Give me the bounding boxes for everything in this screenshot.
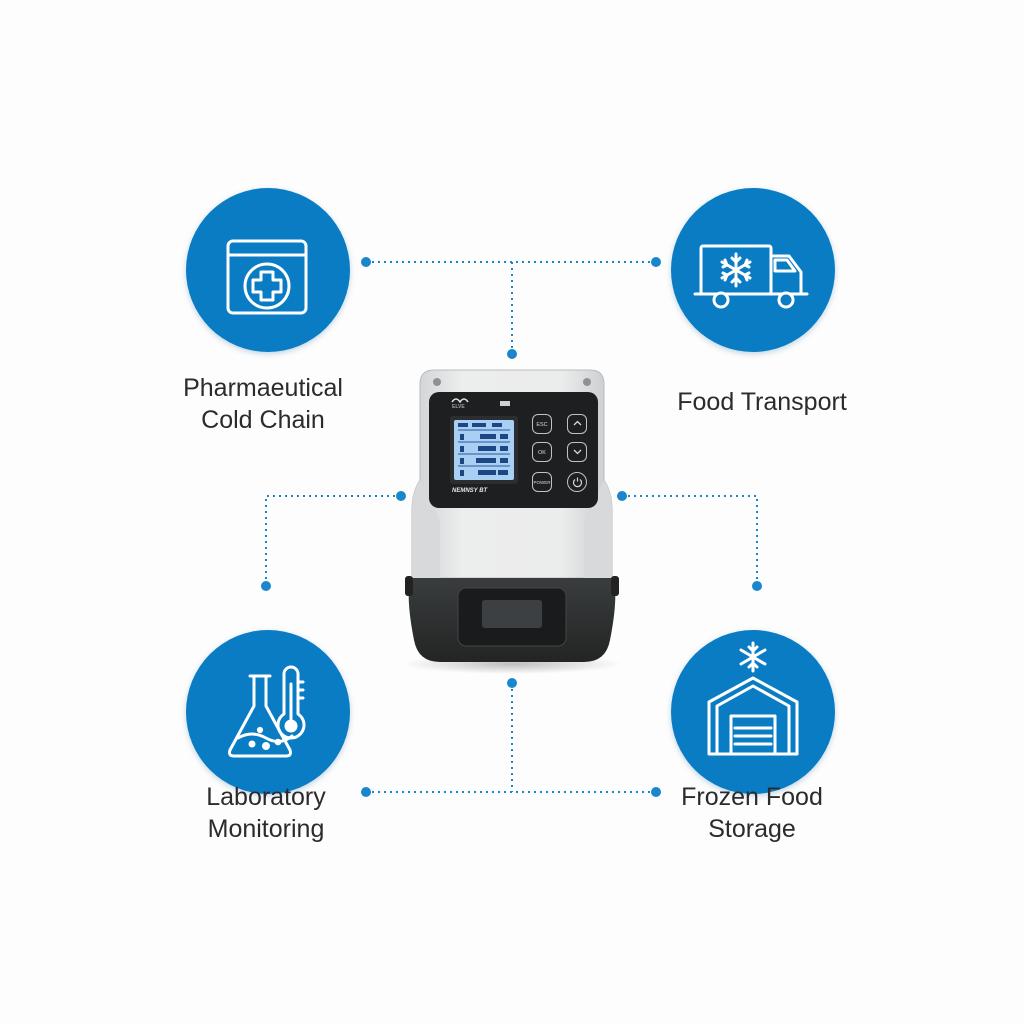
ok-button[interactable]: OK (532, 442, 552, 462)
connector-dot (651, 257, 661, 267)
cold-storage-warehouse-icon (707, 641, 799, 756)
connector-dot (396, 491, 406, 501)
medical-kit-icon (226, 239, 308, 315)
connector-dot (507, 678, 517, 688)
chevron-up-icon (573, 420, 581, 426)
pharma-label: Pharmaeutical Cold Chain (183, 374, 343, 434)
connector-dot (361, 257, 371, 267)
base-side-bump-left (405, 576, 413, 596)
refrigerated-truck-icon (693, 244, 809, 309)
lab-label: Laboratory Monitoring (206, 783, 326, 843)
connector-dot (617, 491, 627, 501)
model-label: NEMNSY BT (452, 488, 488, 494)
connector-dot (507, 349, 517, 359)
frozen-storage-circle (671, 630, 835, 794)
frozen-storage-label: Frozen Food Storage (681, 783, 823, 843)
base-side-bump-right (611, 576, 619, 596)
food-transport-circle (671, 188, 835, 352)
food-transport-label: Food Transport (677, 388, 847, 416)
brand-logo (451, 398, 469, 404)
esc-button[interactable]: ESC (532, 414, 552, 434)
brand-name: ELVE (452, 404, 465, 410)
chevron-down-icon (573, 449, 581, 455)
pharma-circle (186, 188, 350, 352)
connector-top (366, 261, 656, 354)
lab-flask-thermometer-icon (228, 665, 306, 758)
connector-dot (752, 581, 762, 591)
connector-bottom (366, 683, 656, 793)
screw-hole (433, 378, 441, 386)
lab-circle (186, 630, 350, 794)
power-text-button[interactable]: POWER (532, 472, 552, 492)
screw-hole (583, 378, 591, 386)
base-window (482, 600, 542, 628)
down-button[interactable] (567, 442, 587, 462)
power-button[interactable] (567, 472, 587, 492)
connector-dot (651, 787, 661, 797)
connector-dot (261, 581, 271, 591)
up-button[interactable] (567, 414, 587, 434)
power-icon (572, 477, 582, 488)
connector-dot (361, 787, 371, 797)
